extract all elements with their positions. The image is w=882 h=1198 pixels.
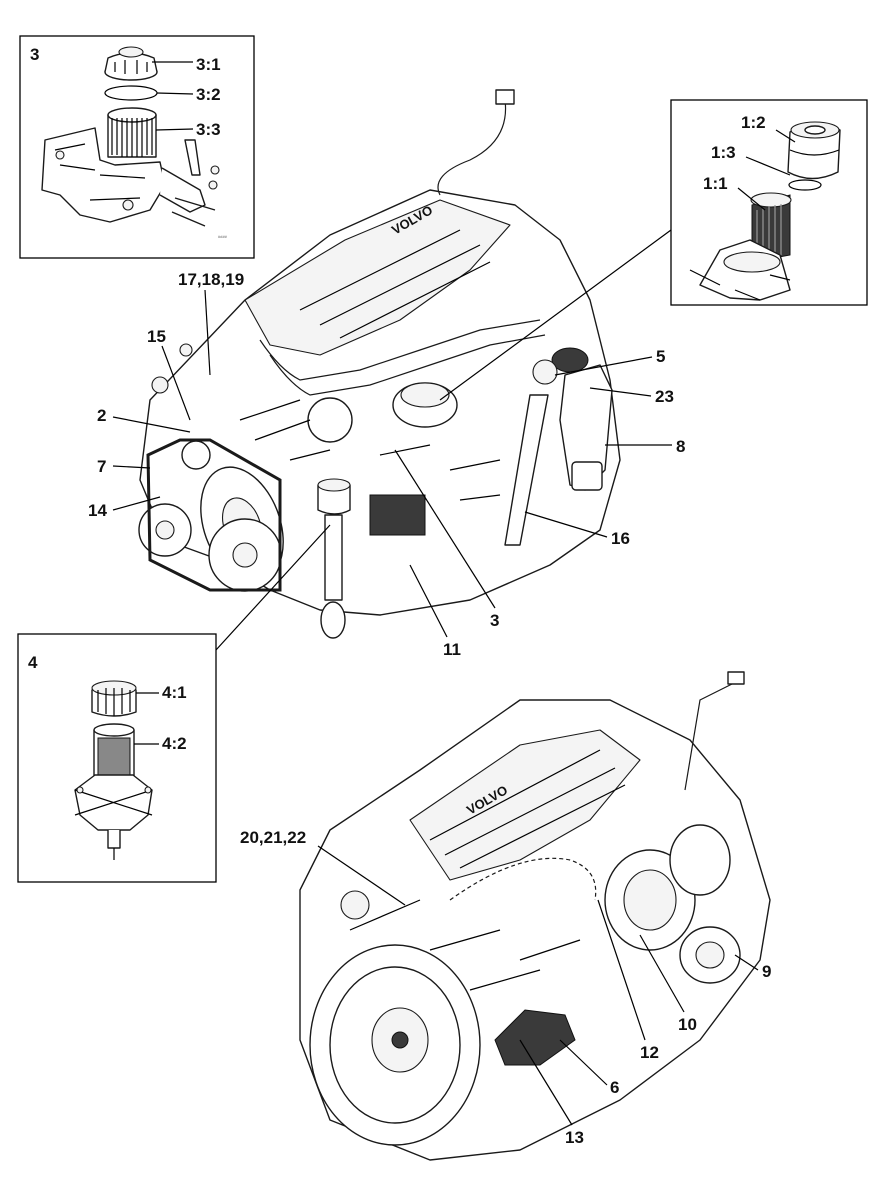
leader-3-3 <box>155 128 194 131</box>
callout-23: 23 <box>655 387 674 406</box>
label-3-2: 3:2 <box>196 85 221 104</box>
callout-8: 8 <box>676 437 685 456</box>
leader-1-2 <box>775 129 796 143</box>
engine-bottom-view: VOLVO <box>299 671 771 1161</box>
oil-filter-cap-icon <box>787 121 841 180</box>
centrifuge-housing-icon <box>74 774 153 860</box>
filter-element-icon <box>107 107 157 158</box>
leader-17-18-19 <box>204 289 211 376</box>
callout-11: 11 <box>443 640 461 659</box>
callout-3: 3 <box>490 611 499 630</box>
inset-1-oil-filter-assembly: 1:2 1:3 1:1 <box>670 99 868 306</box>
inset-1-connector <box>439 229 672 401</box>
bottom-callouts: 20,21,22 9 10 12 6 13 <box>240 828 771 1147</box>
leader-12 <box>597 899 646 1041</box>
inset-4-oil-filter-assembly: 4 4:1 4:2 <box>17 633 217 883</box>
turbocharger-icon <box>604 824 731 951</box>
leader-15 <box>161 345 191 421</box>
inset-4-number: 4 <box>28 653 38 672</box>
fuel-filter-on-engine <box>317 478 351 639</box>
callout-16: 16 <box>611 529 630 548</box>
label-4-2: 4:2 <box>162 734 187 753</box>
leader-23 <box>589 387 652 397</box>
flywheel-icon <box>309 944 481 1146</box>
label-3-3: 3:3 <box>196 120 221 139</box>
callout-9: 9 <box>762 962 771 981</box>
centrifuge-cap-icon <box>91 680 137 717</box>
leader-11 <box>409 564 448 638</box>
leader-20-21-22 <box>317 845 406 906</box>
inset-3-tag: #### <box>218 234 228 239</box>
oil-filter-ring-icon <box>788 179 822 191</box>
callout-10: 10 <box>678 1015 697 1034</box>
callout-20-21-22: 20,21,22 <box>240 828 306 847</box>
inset-3-fuel-filter-assembly: 3 3:1 3:2 3:3 <box>19 35 255 259</box>
front-belt-drive <box>138 438 284 592</box>
oil-filter-housing-on-engine <box>392 382 458 428</box>
callout-13: 13 <box>565 1128 584 1147</box>
label-3-1: 3:1 <box>196 55 221 74</box>
top-callouts: 17,18,19 15 2 7 14 5 23 8 16 3 11 <box>88 229 685 659</box>
leader-6 <box>559 1039 608 1086</box>
harness-cable-top <box>437 99 507 196</box>
connector-plug-icon <box>495 89 515 105</box>
callout-14: 14 <box>88 501 107 520</box>
leader-10 <box>639 934 685 1013</box>
callout-5: 5 <box>656 347 665 366</box>
label-1-1: 1:1 <box>703 174 728 193</box>
leader-5 <box>554 356 653 376</box>
coolant-pipe-icon <box>504 394 549 546</box>
inset-4-connector <box>215 524 331 651</box>
leader-9 <box>734 954 759 971</box>
callout-12: 12 <box>640 1043 659 1062</box>
leader-14 <box>112 496 161 511</box>
ecu-box-icon <box>369 494 426 536</box>
connector-plug-bottom-icon <box>727 671 745 685</box>
oil-filter-housing-icon <box>689 239 791 301</box>
leader-3-2 <box>156 92 194 95</box>
callout-17-18-19: 17,18,19 <box>178 270 244 289</box>
label-1-2: 1:2 <box>741 113 766 132</box>
leader-1-1 <box>737 187 766 211</box>
heat-shield-icon <box>494 1009 576 1066</box>
leader-7 <box>112 465 151 469</box>
callout-2: 2 <box>97 406 106 425</box>
callout-6: 6 <box>610 1078 619 1097</box>
centrifuge-rotor-icon <box>93 723 135 781</box>
leader-16 <box>524 511 608 538</box>
turbo-housing-icon <box>307 397 353 443</box>
filter-housing-icon <box>41 127 220 227</box>
leader-3 <box>394 449 496 609</box>
leader-1-3 <box>745 156 791 176</box>
label-4-1: 4:1 <box>162 683 187 702</box>
leader-2 <box>112 416 191 433</box>
callout-7: 7 <box>97 457 106 476</box>
callout-15: 15 <box>147 327 166 346</box>
label-1-3: 1:3 <box>711 143 736 162</box>
inset-3-number: 3 <box>30 45 39 64</box>
filter-cap-icon <box>104 46 158 81</box>
leader-13 <box>519 1039 573 1126</box>
compressor-icon <box>679 926 741 984</box>
